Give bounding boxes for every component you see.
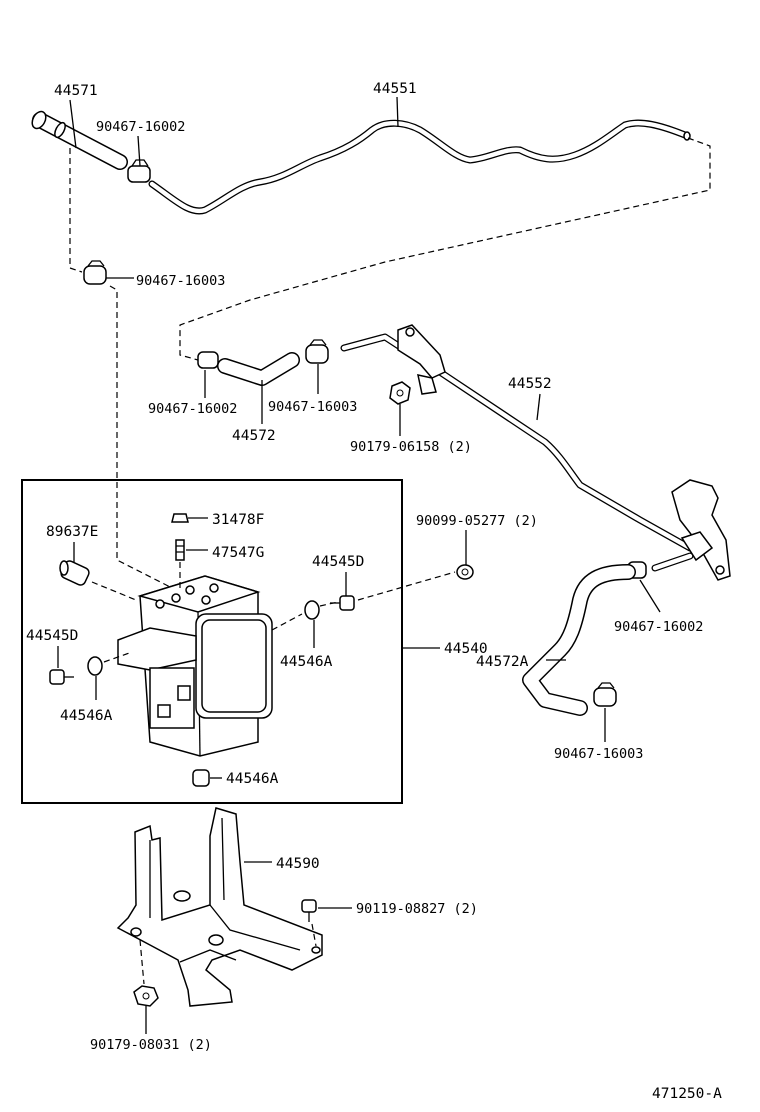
bleeder-47547G [175,539,185,561]
tube-bracket-lower [671,479,731,581]
label-90467-16002-mid: 90467-16002 [148,401,237,417]
label-31478F: 31478F [212,512,264,528]
cushion-44546A-right [304,600,320,620]
label-44551: 44551 [373,81,417,97]
cushion-44546A-bottom [192,769,210,787]
clip-90467-16003-left [83,260,107,285]
label-90467-16003-mid: 90467-16003 [268,399,357,415]
routing-dash-left [69,148,83,273]
hose-44571 [31,110,128,170]
cushion-90099-05277 [456,564,474,580]
label-44540: 44540 [444,641,488,657]
label-44590: 44590 [276,856,320,872]
bolt-44545D-left [49,669,74,685]
sensor-89637E [59,560,90,586]
label-44546A-right: 44546A [280,654,333,670]
clip-90467-16003-mid [305,339,329,364]
nut-90179-08031 [133,985,159,1007]
label-90467-16002-top: 90467-16002 [96,119,185,135]
bracket-44590 [116,807,323,1007]
label-44545D-left: 44545D [26,628,78,644]
label-47547G: 47547G [212,545,264,561]
cushion-44546A-left [87,656,103,676]
label-44546A-left: 44546A [60,708,113,724]
clip-90467-16002-mid [197,351,219,369]
abs-actuator [117,575,273,757]
hose-44572 [217,352,300,386]
tube-bracket-upper [397,324,446,395]
clip-90467-16002-top [127,159,151,183]
plug-31478F [171,513,189,523]
label-89637E: 89637E [46,524,98,540]
label-90179-06158: 90179-06158 (2) [350,439,472,455]
label-90179-08031: 90179-08031 (2) [90,1037,212,1053]
routing-dash-down [109,285,181,593]
label-44546A-bottom: 44546A [226,771,279,787]
label-44545D-right: 44545D [312,554,364,570]
label-90119-08827: 90119-08827 (2) [356,901,478,917]
tube-44551 [148,119,691,215]
label-44572A: 44572A [476,654,529,670]
routing-dash-upper [179,137,711,361]
hose-44572A [522,564,636,716]
label-90467-16002-right: 90467-16002 [614,619,703,635]
label-44572: 44572 [232,428,276,444]
actuator-assembly-frame [21,479,403,804]
clip-90467-16003-right [593,682,617,707]
label-90099-05277: 90099-05277 (2) [416,513,538,529]
label-90467-16003-right: 90467-16003 [554,746,643,762]
label-44552: 44552 [508,376,552,392]
label-90467-16003-left: 90467-16003 [136,273,225,289]
nut-90179-06158 [389,381,411,405]
label-44571: 44571 [54,83,98,99]
figure-id: 471250-A [652,1086,722,1102]
bolt-90119-08827 [301,899,317,922]
